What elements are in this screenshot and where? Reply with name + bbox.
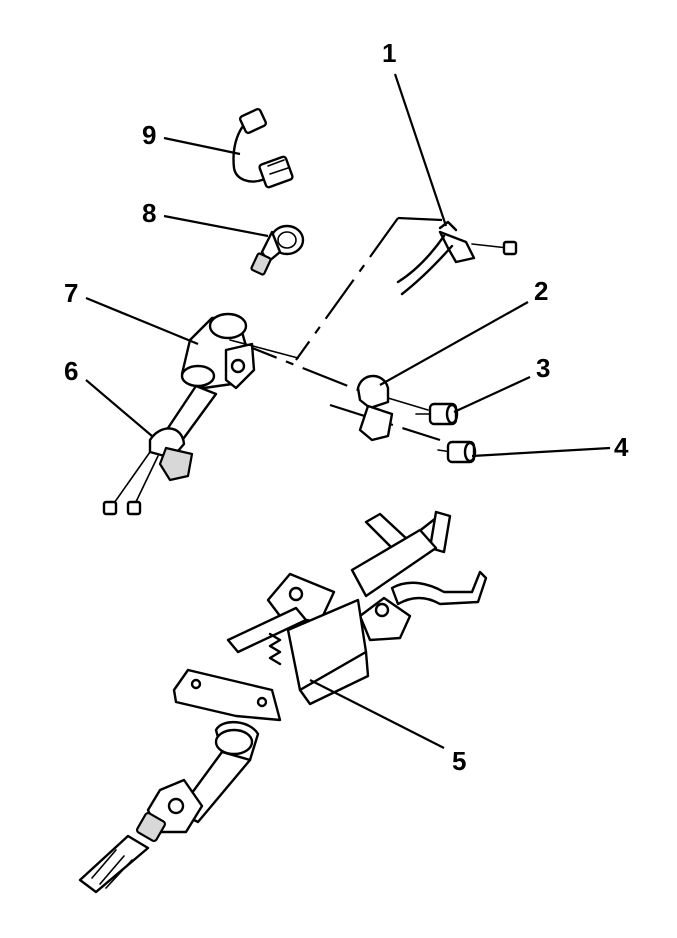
- part-2-bracket: [356, 374, 429, 442]
- part-6-bracket: [102, 427, 194, 516]
- callout-3: 3: [536, 353, 551, 383]
- callout-7: 7: [64, 278, 79, 308]
- callout-4: 4: [614, 432, 629, 462]
- leader-7: [85, 296, 199, 346]
- leader-1: [393, 73, 448, 227]
- callout-1: 1: [382, 38, 397, 68]
- part-7-ignition-housing: [158, 312, 299, 448]
- part-8-lock-cylinder: [250, 224, 305, 276]
- part-4-bolt: [437, 440, 477, 464]
- leader-8: [163, 214, 269, 238]
- callout-9: 9: [142, 120, 157, 150]
- part-5-steering-column: [78, 510, 488, 894]
- part-1-switch: [396, 220, 518, 296]
- leader-4: [471, 446, 611, 458]
- callout-6: 6: [64, 356, 79, 386]
- leader-lines: [85, 73, 611, 749]
- leader-3: [453, 376, 531, 413]
- leader-9: [163, 136, 241, 156]
- callout-5: 5: [452, 746, 467, 776]
- callout-8: 8: [142, 198, 157, 228]
- callout-2: 2: [534, 276, 549, 306]
- part-9-wiring-harness: [232, 107, 294, 189]
- leader-5: [309, 679, 445, 749]
- leader-6: [85, 379, 153, 437]
- leader-2: [379, 301, 529, 386]
- part-3-bolt: [415, 402, 459, 426]
